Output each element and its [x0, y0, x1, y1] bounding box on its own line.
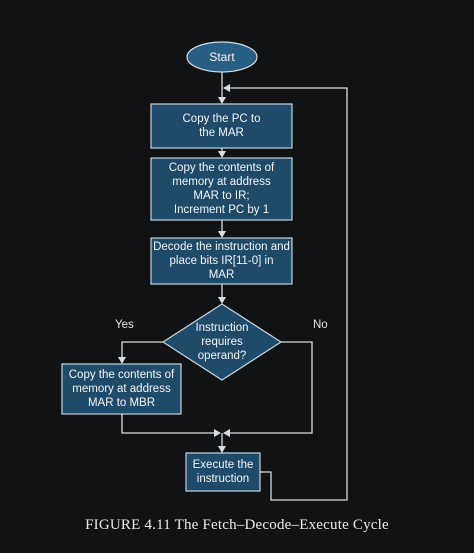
edge-loop-back: [229, 87, 348, 501]
execute-label: Execute the instruction: [192, 459, 254, 485]
start-label: Start: [209, 50, 235, 64]
arrowhead-decision: [218, 297, 226, 304]
arrowhead-merge-left: [214, 429, 221, 437]
copy-operand-label: Copy the contents of memory at address M…: [68, 369, 175, 409]
decision-label: Instruction requires operand?: [195, 322, 249, 362]
decode-label: Decode the instruction and place bits IR…: [153, 241, 290, 281]
fetch-node: [150, 157, 293, 221]
arrowhead-copy-operand: [118, 357, 126, 364]
arrowhead-copy-pc: [218, 97, 226, 104]
edge-no-to-merge: [230, 341, 313, 434]
execute-node: [185, 452, 261, 492]
arrowhead-fetch: [218, 151, 226, 158]
decode-node: [150, 237, 293, 285]
yes-branch-label: Yes: [115, 319, 134, 331]
copy-pc-label: Copy the PC to the MAR: [182, 113, 261, 139]
arrowhead-decode: [218, 231, 226, 238]
arrowhead-merge-right: [223, 429, 230, 437]
fetch-label: Copy the contents of memory at address M…: [168, 162, 275, 216]
edge-yes-to-copy-operand: [121, 341, 163, 358]
edge-copy-operand-to-merge: [121, 414, 214, 434]
figure-caption: FIGURE 4.11 The Fetch–Decode–Execute Cyc…: [85, 517, 389, 533]
arrowhead-loop-back: [223, 84, 230, 92]
decision-node: [161, 303, 283, 381]
copy-pc-node: [150, 103, 293, 149]
arrowhead-execute: [218, 446, 226, 453]
no-branch-label: No: [313, 319, 328, 331]
